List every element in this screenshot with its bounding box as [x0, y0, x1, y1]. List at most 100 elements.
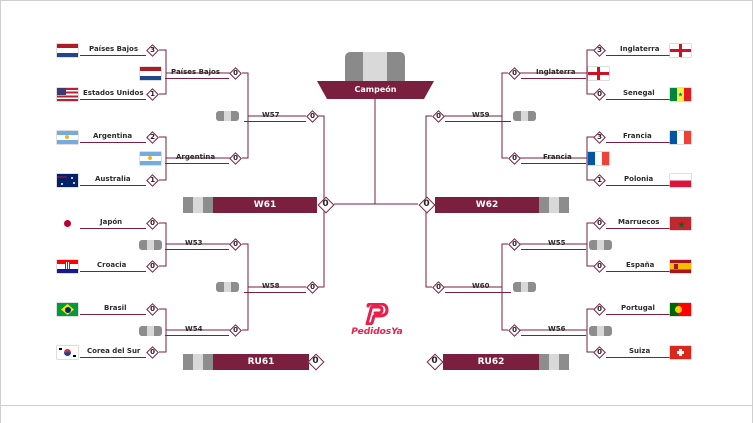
- australia-flag-icon: [57, 174, 78, 187]
- score-diamond[interactable]: 0: [508, 238, 521, 251]
- england-flag-icon: [670, 44, 691, 57]
- score-diamond[interactable]: 3: [593, 131, 606, 144]
- team-placeholder: [589, 240, 612, 250]
- team-name: Estados Unidos: [83, 89, 144, 97]
- score-diamond[interactable]: 0: [593, 88, 606, 101]
- score-diamond[interactable]: 0: [229, 152, 242, 165]
- right-final-score[interactable]: 0: [418, 196, 435, 213]
- morocco-flag-icon: [670, 217, 691, 230]
- team-name: W53: [185, 239, 203, 247]
- team-name: Francia: [543, 153, 572, 161]
- left-third-place-score[interactable]: 0: [307, 353, 324, 370]
- score-diamond[interactable]: 0: [146, 303, 159, 316]
- team-name: Brasil: [104, 304, 127, 312]
- korea-flag-icon: [57, 346, 78, 359]
- score-diamond[interactable]: 0: [508, 152, 521, 165]
- team-name: Suiza: [629, 347, 651, 355]
- team-name: Corea del Sur: [87, 347, 141, 355]
- team-name: W57: [262, 111, 280, 119]
- france-flag-icon: [670, 131, 691, 144]
- team-name: Senegal: [623, 89, 655, 97]
- score-diamond[interactable]: 0: [432, 281, 445, 294]
- team-name: W55: [548, 239, 566, 247]
- team-placeholder: [513, 282, 536, 292]
- right-third-place-score[interactable]: 0: [426, 353, 443, 370]
- france-flag-icon: [588, 152, 609, 165]
- score-diamond[interactable]: 0: [432, 110, 445, 123]
- score-diamond[interactable]: 3: [146, 44, 159, 57]
- score-diamond[interactable]: 0: [229, 67, 242, 80]
- left-final-score[interactable]: 0: [317, 196, 334, 213]
- score-diamond[interactable]: 0: [146, 260, 159, 273]
- team-placeholder: [539, 354, 569, 370]
- senegal-flag-icon: [670, 88, 691, 101]
- team-name: Argentina: [176, 153, 216, 161]
- team-name: W54: [185, 325, 203, 333]
- score-diamond[interactable]: 0: [229, 238, 242, 251]
- score-diamond[interactable]: 0: [593, 217, 606, 230]
- team-placeholder: [216, 282, 239, 292]
- japan-flag-icon: [57, 217, 78, 230]
- team-placeholder: [183, 197, 213, 213]
- team-name: W58: [262, 282, 280, 290]
- score-diamond[interactable]: 1: [593, 174, 606, 187]
- team-name: Inglaterra: [536, 68, 576, 76]
- team-name: Francia: [623, 132, 652, 140]
- team-name: Portugal: [621, 304, 655, 312]
- team-name: W60: [472, 282, 490, 290]
- team-name: España: [626, 261, 655, 269]
- score-diamond[interactable]: 2: [146, 131, 159, 144]
- score-diamond[interactable]: 0: [306, 281, 319, 294]
- score-diamond[interactable]: 1: [146, 88, 159, 101]
- score-diamond[interactable]: 0: [593, 303, 606, 316]
- team-name: Marruecos: [618, 218, 660, 226]
- spain-flag-icon: [670, 260, 691, 273]
- netherlands-flag-icon: [140, 67, 161, 80]
- team-placeholder: [513, 111, 536, 121]
- poland-flag-icon: [670, 174, 691, 187]
- team-name: Australia: [95, 175, 131, 183]
- team-name: Croacia: [97, 261, 127, 269]
- right-third-place-bar[interactable]: RU62: [443, 354, 539, 370]
- england-flag-icon: [588, 67, 609, 80]
- team-name: W59: [472, 111, 490, 119]
- team-name: Países Bajos: [89, 45, 139, 53]
- brand-name: PedidosYa: [351, 327, 403, 337]
- score-diamond[interactable]: 0: [146, 217, 159, 230]
- champion-banner: Campeón: [317, 81, 434, 99]
- score-diamond[interactable]: 0: [306, 110, 319, 123]
- team-name: W56: [548, 325, 566, 333]
- score-diamond[interactable]: 1: [146, 174, 159, 187]
- trophy-placeholder: [345, 52, 405, 85]
- score-diamond[interactable]: 0: [229, 324, 242, 337]
- team-placeholder: [589, 326, 612, 336]
- switzerland-flag-icon: [670, 346, 691, 359]
- champion-label: Campeón: [354, 85, 397, 94]
- pedidosya-logo: PedidosYa: [342, 303, 412, 343]
- argentina-flag-icon: [57, 131, 78, 144]
- team-name: Argentina: [93, 132, 133, 140]
- team-name: Inglaterra: [620, 45, 660, 53]
- score-diamond[interactable]: 0: [508, 324, 521, 337]
- left-final-bar[interactable]: W61: [213, 197, 317, 213]
- left-third-place-bar[interactable]: RU61: [213, 354, 309, 370]
- team-name: Países Bajos: [171, 68, 221, 76]
- pedidosya-logo-icon: [365, 303, 389, 325]
- team-name: Polonia: [624, 175, 654, 183]
- team-name: Japón: [100, 218, 123, 226]
- team-placeholder: [139, 326, 162, 336]
- score-diamond[interactable]: 0: [593, 346, 606, 359]
- score-diamond[interactable]: 0: [146, 346, 159, 359]
- score-diamond[interactable]: 3: [593, 44, 606, 57]
- usa-flag-icon: [57, 88, 78, 101]
- argentina-flag-icon: [140, 152, 161, 165]
- right-final-bar[interactable]: W62: [435, 197, 539, 213]
- netherlands-flag-icon: [57, 44, 78, 57]
- brazil-flag-icon: [57, 303, 78, 316]
- team-placeholder: [216, 111, 239, 121]
- score-diamond[interactable]: 0: [508, 67, 521, 80]
- team-placeholder: [539, 197, 569, 213]
- score-diamond[interactable]: 0: [593, 260, 606, 273]
- portugal-flag-icon: [670, 303, 691, 316]
- team-placeholder: [139, 240, 162, 250]
